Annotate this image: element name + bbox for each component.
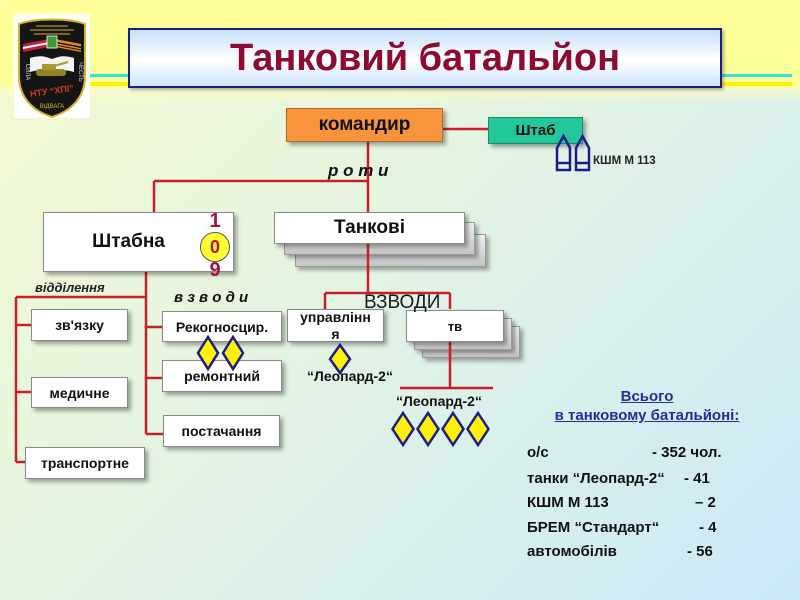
hq-company-number-badge: 0 bbox=[200, 232, 230, 262]
platoon-box-supply: постачання bbox=[163, 415, 280, 447]
summary-row: БРЕМ “Стандарт“ - 4 bbox=[527, 519, 787, 539]
companies-label: р о т и bbox=[328, 161, 389, 180]
section-box-signal: зв'язку bbox=[31, 309, 128, 341]
support-platoons-label: в з в о д и bbox=[174, 289, 249, 306]
control-platoon-label: управління bbox=[300, 308, 371, 342]
hq-company-number-digit: 1 bbox=[209, 210, 221, 232]
summary-heading: Всього bbox=[620, 388, 674, 405]
summary-row-value: - 352 чол. bbox=[652, 444, 722, 461]
hq-company-number-digit: 9 bbox=[209, 259, 221, 281]
headquarters-box: Штаб bbox=[488, 117, 583, 144]
summary-row-label: КШМ М 113 bbox=[527, 494, 609, 511]
platoon-box-repair: ремонтний bbox=[162, 360, 282, 392]
logo-left-text: СИЛА bbox=[24, 64, 30, 81]
commander-label: командир bbox=[318, 114, 411, 135]
summary-row: автомобілів - 56 bbox=[527, 543, 787, 563]
summary-row-value: - 4 bbox=[699, 519, 717, 536]
tank-diamond-icon bbox=[466, 410, 490, 448]
headquarters-label: Штаб bbox=[515, 122, 556, 139]
title-box: Танковий батальйон bbox=[128, 28, 722, 88]
tank-platoons-label: ВЗВОДИ bbox=[364, 292, 441, 313]
section-label: медичне bbox=[49, 384, 110, 401]
platoon-box-recon: Рекогносцир. bbox=[162, 311, 282, 342]
tank-platoon-tank-model: “Леопард-2“ bbox=[396, 393, 482, 409]
page-title: Танковий батальйон bbox=[229, 36, 621, 79]
summary-row-value: – 2 bbox=[695, 494, 716, 511]
sections-label: відділення bbox=[35, 280, 105, 295]
tank-diamond-icon bbox=[441, 410, 465, 448]
summary-row: КШМ М 113 – 2 bbox=[527, 494, 787, 514]
hq-company-label: Штабна bbox=[92, 231, 165, 252]
section-box-transport: транспортне bbox=[25, 447, 145, 479]
summary-row-label: БРЕМ “Стандарт“ bbox=[527, 519, 660, 536]
summary-row-label: автомобілів bbox=[527, 543, 617, 560]
tank-platoon-label: тв bbox=[447, 318, 463, 334]
tank-diamond-icon bbox=[391, 410, 415, 448]
section-label: транспортне bbox=[41, 455, 129, 471]
section-label: зв'язку bbox=[55, 317, 104, 333]
header-band-fade bbox=[0, 87, 800, 103]
summary-row: танки “Леопард-2“ - 41 bbox=[527, 470, 787, 490]
tank-platoon-box: тв bbox=[406, 310, 504, 342]
summary-row-value: - 41 bbox=[684, 470, 710, 487]
control-platoon-box: управління bbox=[287, 309, 384, 342]
summary-row-label: о/с bbox=[527, 444, 549, 461]
military-emblem-icon: НТУ “ХПІ” СИЛА ЧЕСТЬ ВІДВАГА bbox=[18, 18, 86, 119]
summary-row-value: - 56 bbox=[687, 543, 713, 560]
green-shield-icon bbox=[46, 35, 58, 49]
section-box-medical: медичне bbox=[31, 377, 128, 408]
platoon-label: постачання bbox=[181, 423, 262, 439]
command-vehicle-label: КШМ М 113 bbox=[593, 155, 656, 167]
logo: НТУ “ХПІ” СИЛА ЧЕСТЬ ВІДВАГА bbox=[14, 14, 90, 119]
tank-companies-box: Танкові bbox=[274, 212, 465, 244]
summary-subheading: в танковому батальйоні: bbox=[554, 407, 740, 424]
platoon-label: Рекогносцир. bbox=[175, 318, 269, 335]
hq-company-number-digit: 0 bbox=[209, 236, 220, 257]
platoon-label: ремонтний bbox=[184, 368, 260, 384]
commander-box: командир bbox=[286, 108, 443, 142]
summary-row-label: танки “Леопард-2“ bbox=[527, 470, 665, 487]
tank-diamond-icon bbox=[416, 410, 440, 448]
logo-right-text: ЧЕСТЬ bbox=[77, 62, 83, 82]
summary-row: о/с - 352 чол. bbox=[527, 444, 787, 464]
tank-icon bbox=[36, 61, 69, 76]
tank-companies-label: Танкові bbox=[334, 217, 405, 238]
logo-bottom-text: ВІДВАГА bbox=[40, 104, 64, 110]
control-platoon-tank-model: “Леопард-2“ bbox=[307, 368, 393, 384]
